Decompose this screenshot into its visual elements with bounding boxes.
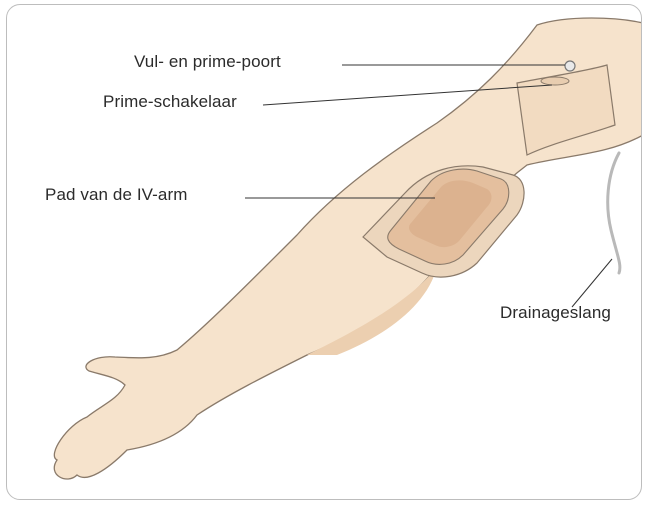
- label-drain-tube: Drainageslang: [500, 303, 611, 323]
- prime-switch: [541, 77, 569, 85]
- label-prime-switch: Prime-schakelaar: [103, 92, 237, 112]
- label-fill-port: Vul- en prime-poort: [134, 52, 281, 72]
- drain-tube: [608, 153, 620, 273]
- illustration-frame: Vul- en prime-poort Prime-schakelaar Pad…: [6, 4, 642, 500]
- leader-drain-tube: [572, 259, 612, 307]
- iv-arm-illustration: [7, 5, 642, 500]
- fill-port: [565, 61, 575, 71]
- label-iv-pad: Pad van de IV-arm: [45, 185, 188, 205]
